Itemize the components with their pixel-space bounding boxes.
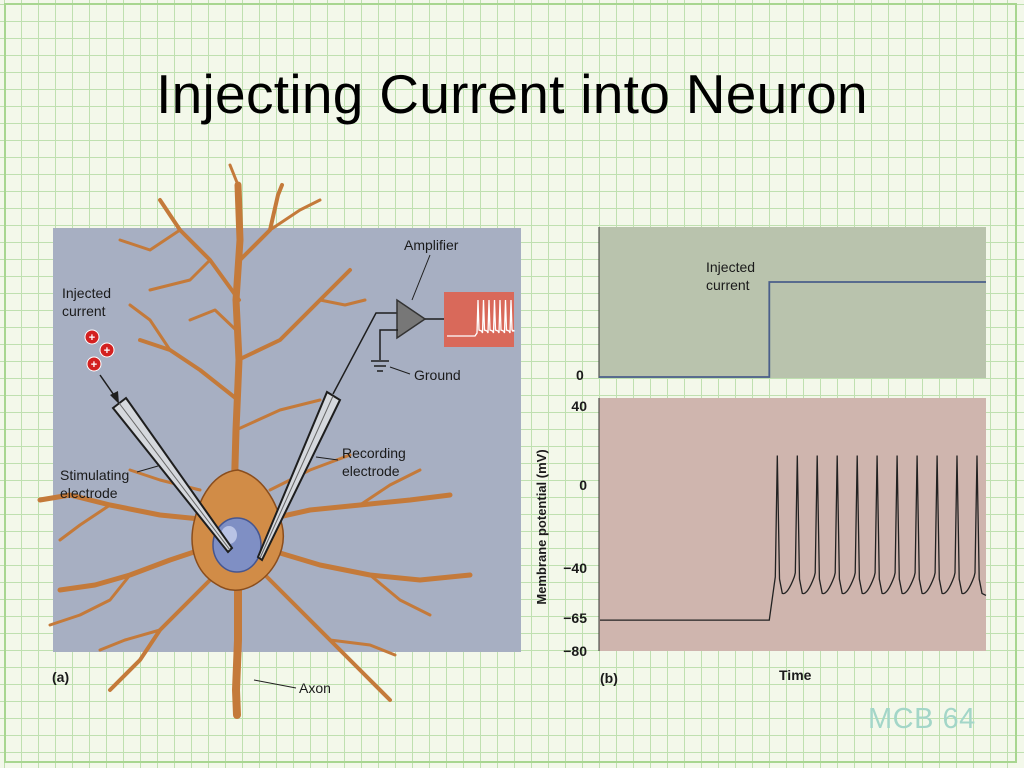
slide-title: Injecting Current into Neuron bbox=[156, 63, 868, 125]
ground-symbol bbox=[371, 329, 411, 375]
membrane-potential-y-axis-label: Membrane potential (mV) bbox=[534, 449, 549, 604]
ytick-label: 0 bbox=[579, 477, 587, 493]
ytick-label: −65 bbox=[563, 610, 587, 626]
stimulating-electrode bbox=[111, 396, 234, 554]
panel-a-background bbox=[53, 228, 521, 652]
positive-ion: + bbox=[99, 342, 115, 358]
injection-arrow bbox=[99, 374, 119, 404]
recording-trace bbox=[447, 299, 515, 337]
injected-current-plot-background bbox=[599, 227, 986, 378]
neuron-nucleus bbox=[212, 517, 262, 573]
panel-a-tag: (a) bbox=[52, 669, 69, 685]
positive-ions: + + + bbox=[84, 329, 115, 372]
amplifier bbox=[396, 254, 444, 340]
recording-electrode bbox=[256, 312, 398, 562]
ytick-label: −40 bbox=[563, 560, 587, 576]
label-recording-electrode-line2: electrode bbox=[342, 463, 400, 479]
label-stimulating-electrode-line1: Stimulating bbox=[60, 467, 129, 483]
label-recording-electrode-line1: Recording bbox=[342, 445, 406, 461]
label-injected-current-line1: Injected bbox=[62, 285, 111, 301]
x-axis-label: Time bbox=[779, 667, 812, 683]
label-injected-current-line2: current bbox=[62, 303, 106, 319]
panel-b-tag: (b) bbox=[600, 670, 618, 686]
label-stimulating-electrode-line2: electrode bbox=[60, 485, 118, 501]
ytick-label: −80 bbox=[563, 643, 587, 659]
ion-plus: + bbox=[89, 332, 95, 344]
ion-plus: + bbox=[104, 345, 110, 357]
ytick-label: 40 bbox=[571, 398, 587, 414]
injected-current-zero-tick: 0 bbox=[576, 367, 584, 383]
ion-plus: + bbox=[91, 359, 97, 371]
label-axon: Axon bbox=[299, 680, 331, 696]
label-ground: Ground bbox=[414, 367, 461, 383]
label-injected-current-b-line1: Injected bbox=[706, 259, 755, 275]
label-injected-current-b-line2: current bbox=[706, 277, 750, 293]
positive-ion: + bbox=[84, 329, 100, 345]
membrane-potential-plot-background bbox=[599, 398, 986, 651]
positive-ion: + bbox=[86, 356, 102, 372]
label-leaders bbox=[136, 456, 339, 689]
membrane-potential-trace bbox=[600, 455, 987, 621]
injected-current-trace bbox=[599, 281, 986, 378]
footer-logo: MCB 64 bbox=[868, 703, 976, 735]
label-amplifier: Amplifier bbox=[404, 237, 459, 253]
neuron-dendrites bbox=[37, 163, 473, 719]
